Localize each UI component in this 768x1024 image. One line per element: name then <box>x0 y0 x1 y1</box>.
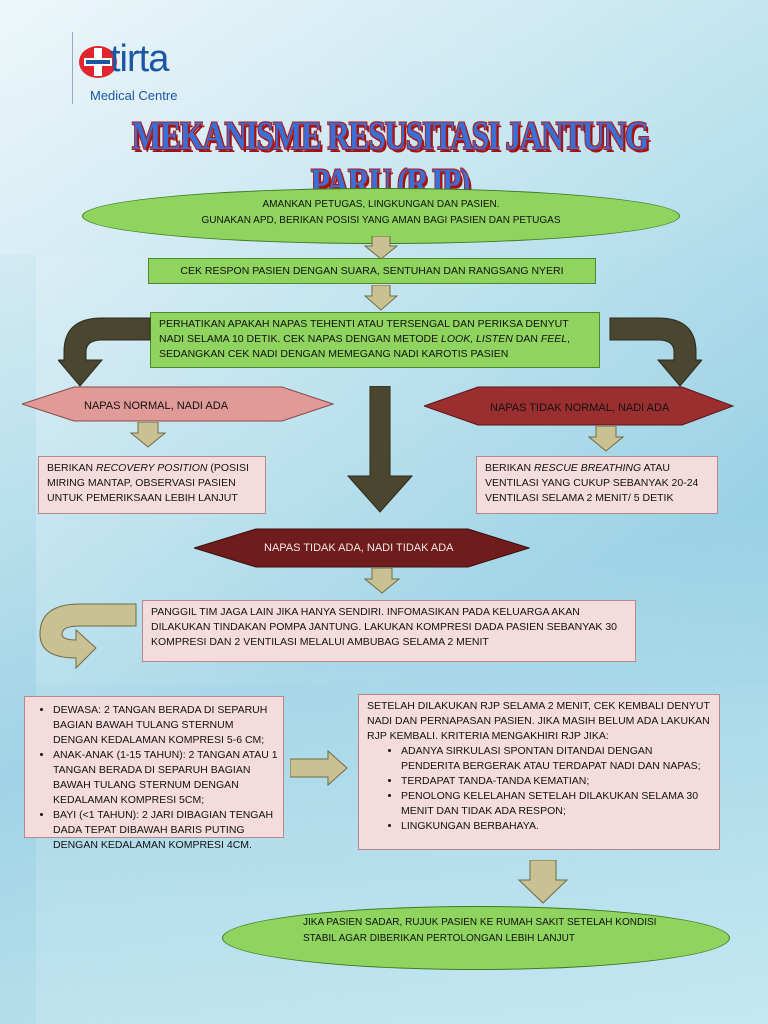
decision-abnormal: NAPAS TIDAK NORMAL, NADI ADA <box>424 386 734 426</box>
response-step: CEK RESPON PASIEN DENGAN SUARA, SENTUHAN… <box>148 258 596 284</box>
safety-line-2: GUNAKAN APD, BERIKAN POSISI YANG AMAN BA… <box>201 215 561 226</box>
list-item: ADANYA SIRKULASI SPONTAN DITANDAI DENGAN… <box>401 744 711 774</box>
rescue-text-pre: BERIKAN <box>485 462 535 474</box>
curved-return-arrow-icon <box>39 603 137 670</box>
recovery-position-step: BERIKAN RECOVERY POSITION (POSISI MIRING… <box>38 456 266 514</box>
down-arrow-icon <box>364 236 398 260</box>
recovery-text-post: (POSISI MIRING MANTAP, OBSERVASI PASIEN … <box>47 462 249 504</box>
down-arrow-icon <box>130 422 166 448</box>
diamond-shape <box>22 386 334 422</box>
rescue-breathing-step: BERIKAN RESCUE BREATHING ATAU VENTILASI … <box>476 456 718 514</box>
final-ellipse: JIKA PASIEN SADAR, RUJUK PASIEN KE RUMAH… <box>222 906 730 970</box>
large-down-arrow-icon <box>346 386 414 513</box>
cpr-step: PANGGIL TIM JAGA LAIN JIKA HANYA SENDIRI… <box>142 600 636 662</box>
right-arrow-icon <box>290 750 348 786</box>
decision-none-label: NAPAS TIDAK ADA, NADI TIDAK ADA <box>264 542 454 554</box>
list-item: ANAK-ANAK (1-15 TAHUN): 2 TANGAN ATAU 1 … <box>53 748 279 808</box>
cpr-text: PANGGIL TIM JAGA LAIN JIKA HANYA SENDIRI… <box>151 606 618 648</box>
recheck-step: SETELAH DILAKUKAN RJP SELAMA 2 MENIT, CE… <box>358 694 720 850</box>
check-text-and: DAN <box>512 333 541 345</box>
stop-criteria-list: ADANYA SIRKULASI SPONTAN DITANDAI DENGAN… <box>367 744 711 834</box>
final-text: JIKA PASIEN SADAR, RUJUK PASIEN KE RUMAH… <box>303 917 657 944</box>
check-text-2: , SEDANGKAN CEK NADI DENGAN MEMEGANG NAD… <box>159 333 571 360</box>
compression-list: DEWASA: 2 TANGAN BERADA DI SEPARUH BAGIA… <box>25 703 279 853</box>
diamond-shape <box>194 528 530 568</box>
list-item: BAYI (<1 TAHUN): 2 JARI DIBAGIAN TENGAH … <box>53 808 279 853</box>
recovery-text-pre: BERIKAN <box>47 462 97 474</box>
curved-right-arrow-icon <box>609 317 702 387</box>
down-arrow-icon <box>364 285 398 311</box>
down-arrow-icon <box>518 860 568 904</box>
logo-divider <box>72 32 73 104</box>
breathing-check-step: PERHATIKAN APAKAH NAPAS TEHENTI ATAU TER… <box>150 312 600 368</box>
logo-brand: tirta <box>110 38 169 80</box>
list-item: TERDAPAT TANDA-TANDA KEMATIAN; <box>401 774 711 789</box>
compression-guide: DEWASA: 2 TANGAN BERADA DI SEPARUH BAGIA… <box>24 696 284 851</box>
recovery-text-em: RECOVERY POSITION <box>96 462 208 474</box>
tirta-logo: tirta Medical Centre <box>72 30 212 106</box>
safety-line-1: AMANKAN PETUGAS, LINGKUNGAN DAN PASIEN. <box>262 199 500 210</box>
down-arrow-icon <box>364 568 400 594</box>
down-arrow-icon <box>588 426 624 452</box>
cross-icon <box>79 46 117 78</box>
decision-normal: NAPAS NORMAL, NADI ADA <box>22 386 334 422</box>
curved-left-arrow-icon <box>58 317 151 387</box>
rescue-text-em: RESCUE BREATHING <box>534 462 642 474</box>
check-text-look: LOOK, LISTEN <box>441 333 513 345</box>
decision-none: NAPAS TIDAK ADA, NADI TIDAK ADA <box>194 528 530 568</box>
list-item: DEWASA: 2 TANGAN BERADA DI SEPARUH BAGIA… <box>53 703 279 748</box>
rescue-text-post: ATAU VENTILASI YANG CUKUP SEBANYAK 20-24… <box>485 462 699 504</box>
check-text-1: PERHATIKAN APAKAH NAPAS TEHENTI ATAU TER… <box>159 318 569 345</box>
decision-normal-label: NAPAS NORMAL, NADI ADA <box>84 400 229 412</box>
decision-abnormal-label: NAPAS TIDAK NORMAL, NADI ADA <box>490 402 670 414</box>
response-text: CEK RESPON PASIEN DENGAN SUARA, SENTUHAN… <box>180 265 564 277</box>
recheck-intro: SETELAH DILAKUKAN RJP SELAMA 2 MENIT, CE… <box>367 700 710 742</box>
diamond-shape <box>424 386 734 426</box>
check-text-feel: FEEL <box>540 333 568 345</box>
logo-subtitle: Medical Centre <box>90 88 178 103</box>
list-item: PENOLONG KELELAHAN SETELAH DILAKUKAN SEL… <box>401 789 711 819</box>
list-item: LINGKUNGAN BERBAHAYA. <box>401 819 711 834</box>
